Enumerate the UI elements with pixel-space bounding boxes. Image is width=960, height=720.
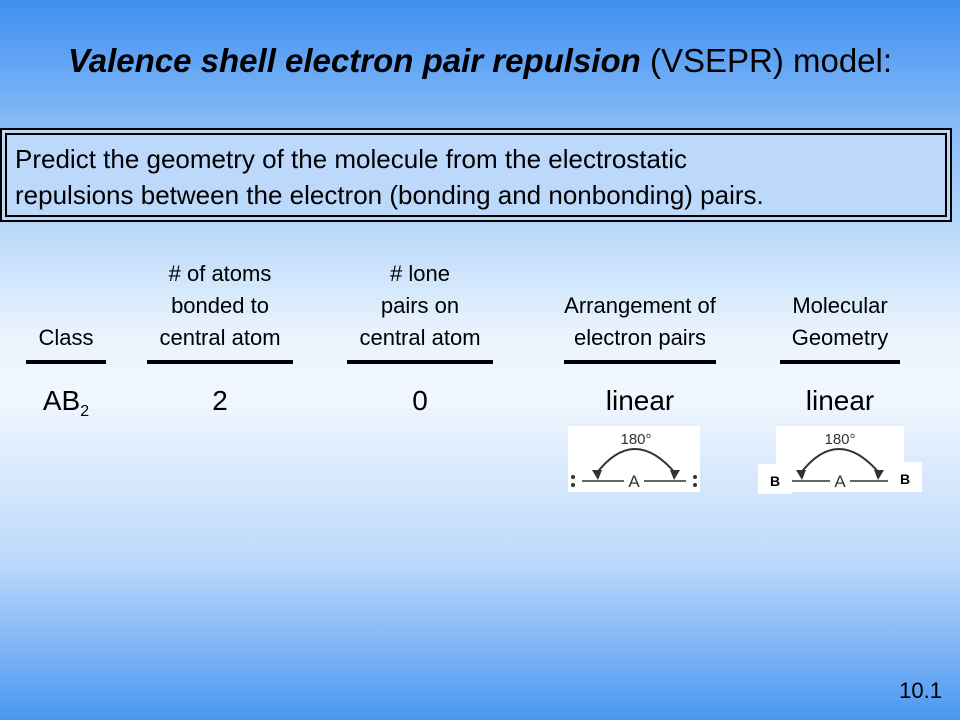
arrowhead-right [874, 470, 884, 480]
atom-box-left [758, 464, 792, 494]
column-atoms-bonded: # of atoms bonded to central atom 2 [140, 258, 300, 418]
central-atom-label: A [834, 472, 846, 491]
header-line: # of atoms [168, 261, 272, 286]
header-line: Molecular [792, 293, 888, 318]
column-rule [347, 360, 493, 364]
column-value-class: AB2 [42, 385, 90, 420]
definition-text: Predict the geometry of the molecule fro… [5, 133, 947, 217]
definition-line-2: repulsions between the electron (bonding… [15, 180, 764, 210]
slide-number: 10.1 [899, 678, 942, 703]
header-line: bonded to [171, 293, 269, 318]
outer-atom-left: B [770, 473, 780, 489]
column-rule [26, 360, 106, 364]
column-arrangement: Arrangement of electron pairs linear [540, 258, 740, 418]
definition-line-1: Predict the geometry of the molecule fro… [15, 144, 687, 174]
definition-box: Predict the geometry of the molecule fro… [0, 128, 952, 222]
header-line: # lone [390, 261, 450, 286]
header-line: central atom [159, 325, 281, 350]
arrowhead-left [796, 470, 806, 480]
angle-label: 180° [824, 431, 855, 448]
arrowhead-left [592, 470, 602, 480]
arrowhead-right [670, 470, 680, 480]
column-value-geometry: linear [805, 385, 875, 416]
column-value-atoms-bonded: 2 [212, 385, 228, 416]
lone-pair-dot [571, 483, 575, 487]
header-line: pairs on [380, 293, 460, 318]
lone-pair-dot [693, 483, 697, 487]
column-value-arrangement: linear [605, 385, 675, 416]
column-rule [780, 360, 900, 364]
arrangement-diagram: 180° A [568, 426, 700, 492]
slide-title: Valence shell electron pair repulsion (V… [0, 42, 960, 80]
title-rest: (VSEPR) model: [640, 42, 893, 79]
lone-pair-dot [693, 475, 697, 479]
column-rule [564, 360, 716, 364]
title-emphasis: Valence shell electron pair repulsion [67, 42, 641, 79]
header-line: electron pairs [573, 325, 707, 350]
column-class: Class AB2 [16, 258, 116, 420]
lone-pair-dot [571, 475, 575, 479]
column-rule [147, 360, 293, 364]
atom-box-right [888, 462, 922, 492]
angle-arc [595, 448, 677, 475]
angle-label: 180° [620, 431, 651, 448]
header-line: Geometry [791, 325, 889, 350]
central-atom-label: A [628, 472, 640, 491]
header-line: central atom [359, 325, 481, 350]
outer-atom-right: B [900, 471, 910, 487]
angle-arc [799, 448, 881, 475]
column-header-class: Class [38, 325, 94, 350]
geometry-diagram: 180° A B B [758, 426, 922, 494]
column-lone-pairs: # lone pairs on central atom 0 [340, 258, 500, 418]
header-line: Arrangement of [564, 293, 716, 318]
column-geometry: Molecular Geometry linear [770, 258, 910, 418]
column-value-lone-pairs: 0 [412, 385, 428, 416]
